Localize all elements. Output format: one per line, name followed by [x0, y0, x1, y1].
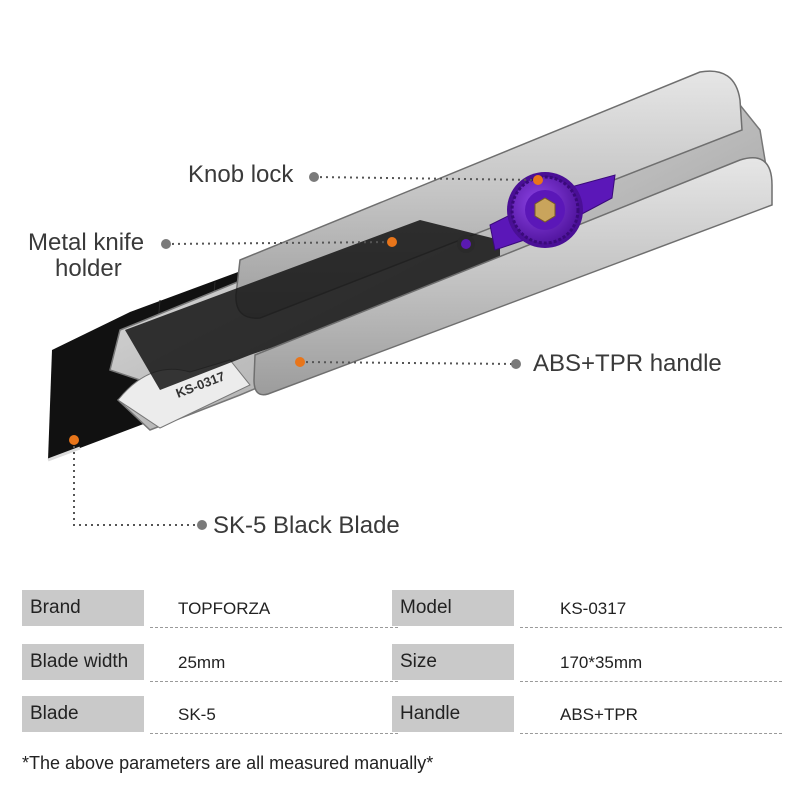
spec-row: Blade SK-5 Handle ABS+TPR: [22, 696, 782, 736]
abs-tpr-handle: [253, 157, 773, 396]
callout-blade: SK-5 Black Blade: [213, 512, 400, 539]
knob-hex-bolt: [534, 197, 556, 223]
callout-metal-holder-line2: holder: [55, 255, 122, 282]
spec-label-handle: Handle: [392, 696, 514, 732]
spec-value-blade: SK-5: [150, 696, 398, 734]
knob-lock: [507, 172, 583, 248]
spec-value-blade-width: 25mm: [150, 644, 398, 682]
spec-label-blade-width: Blade width: [22, 644, 144, 680]
spec-value-size: 170*35mm: [520, 644, 782, 682]
spec-label-model: Model: [392, 590, 514, 626]
spec-value-handle: ABS+TPR: [520, 696, 782, 734]
spec-row: Brand TOPFORZA Model KS-0317: [22, 590, 782, 630]
callout-dots: [69, 175, 543, 445]
callout-terminals: [161, 172, 521, 530]
spec-value-brand: TOPFORZA: [150, 590, 398, 628]
callout-handle: ABS+TPR handle: [533, 350, 722, 377]
blade-slot: [125, 220, 500, 390]
callout-leaders: [73, 176, 539, 526]
spec-label-brand: Brand: [22, 590, 144, 626]
spec-label-blade: Blade: [22, 696, 144, 732]
spec-row: Blade width 25mm Size 170*35mm: [22, 644, 782, 684]
callout-knob-lock: Knob lock: [188, 161, 294, 188]
callout-metal-holder-line1: Metal knife: [28, 229, 145, 256]
spec-value-model: KS-0317: [520, 590, 782, 628]
footnote: *The above parameters are all measured m…: [22, 753, 434, 773]
spec-label-size: Size: [392, 644, 514, 680]
